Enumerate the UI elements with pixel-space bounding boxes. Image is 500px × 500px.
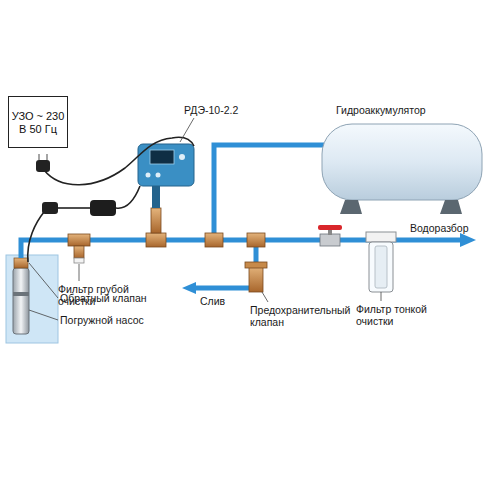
- cables: [28, 137, 194, 262]
- pump-band: [13, 292, 29, 296]
- coarse-filter-body: [74, 246, 84, 258]
- device-label: Гидроаккумулятор: [336, 104, 426, 116]
- tee-fitting: [247, 233, 265, 247]
- check-valve: [14, 258, 28, 268]
- pressure-switch-port: [152, 186, 160, 208]
- fine-filter-head: [366, 232, 396, 242]
- device-label: РДЭ-10-2.2: [184, 104, 238, 116]
- submersible-pump: [13, 268, 29, 334]
- coarse-filter-cap: [74, 258, 84, 263]
- pressure-switch-button: [156, 173, 161, 178]
- outlet-arrow: [460, 233, 476, 247]
- plug: [42, 202, 58, 214]
- outlet-label: Водоразбор: [410, 222, 469, 234]
- coarse-filter: [68, 234, 90, 246]
- tee-fitting: [146, 233, 166, 247]
- part-label: Погружной насос: [60, 314, 144, 326]
- pressure-tank: [322, 124, 482, 200]
- leader-lines: [29, 118, 381, 320]
- node-label: УЗО ~ 230 В 50 Гц: [9, 110, 67, 136]
- outlet-label: Слив: [200, 295, 225, 307]
- tee-fitting: [205, 233, 223, 247]
- part-label: Фильтр тонкой очистки: [356, 303, 440, 327]
- safety-valve: [249, 266, 263, 292]
- fine-filter: [369, 242, 393, 292]
- pressure-switch-button: [179, 154, 185, 160]
- ball-valve: [320, 234, 340, 246]
- tank-feet: [340, 200, 462, 214]
- safety-valve-cap: [245, 262, 267, 268]
- pressure-switch-button: [146, 173, 151, 178]
- pressure-switch: [138, 144, 194, 186]
- well: [6, 255, 58, 343]
- plug: [36, 154, 50, 172]
- part-label: Обратный клапан: [60, 292, 147, 304]
- fine-filter-cartridge: [375, 246, 387, 288]
- drain-arrow: [182, 282, 196, 294]
- tee-riser: [151, 208, 161, 233]
- ball-valve-handle: [318, 225, 342, 230]
- socket: [90, 200, 116, 216]
- pressure-switch-display: [150, 150, 174, 164]
- rcd-box: УЗО ~ 230 В 50 Гц: [8, 96, 68, 148]
- part-label: Предохранительный клапан: [250, 304, 360, 328]
